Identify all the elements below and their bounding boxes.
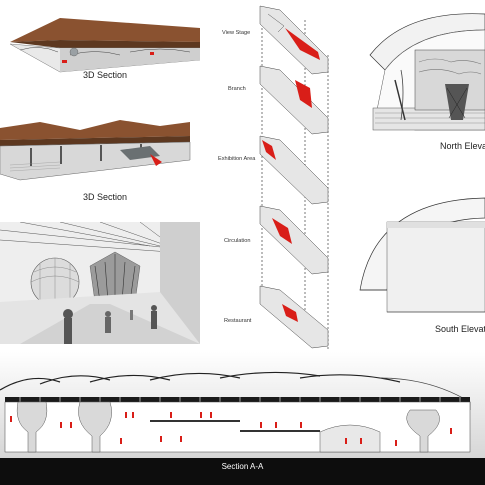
layer-exhibition-area	[259, 135, 329, 205]
section-aa-caption: Section A-A	[221, 462, 264, 471]
interior-perspective-render	[0, 222, 200, 344]
exploded-layers-diagram: View Stage Branch Exhibition Area Circul…	[200, 0, 350, 350]
north-elevation-render: North Elevation	[355, 0, 485, 160]
layer-label-circulation: Circulation	[224, 238, 251, 244]
layer-branch	[259, 65, 329, 135]
section-title-band	[0, 458, 485, 485]
north-elevation-caption: North Elevation	[440, 141, 485, 151]
layer-label-restaurant: Restaurant	[224, 318, 252, 324]
3d-section-mid-caption: 3D Section	[82, 192, 128, 202]
south-elevation-caption: South Elevation	[435, 324, 485, 334]
3d-section-top-render: 3D Section	[0, 0, 200, 85]
south-elevation-render: South Elevation	[345, 170, 485, 350]
layer-label-view-stage: View Stage	[222, 30, 251, 36]
layer-restaurant	[259, 285, 329, 349]
section-aa-render	[0, 352, 485, 458]
3d-section-top-caption: 3D Section	[82, 70, 128, 80]
layer-label-branch: Branch	[228, 86, 246, 92]
3d-section-mid-render: 3D Section	[0, 110, 200, 205]
layer-label-exhibition-area: Exhibition Area	[218, 156, 256, 162]
layer-circulation	[259, 205, 329, 275]
layer-view-stage	[259, 5, 329, 75]
